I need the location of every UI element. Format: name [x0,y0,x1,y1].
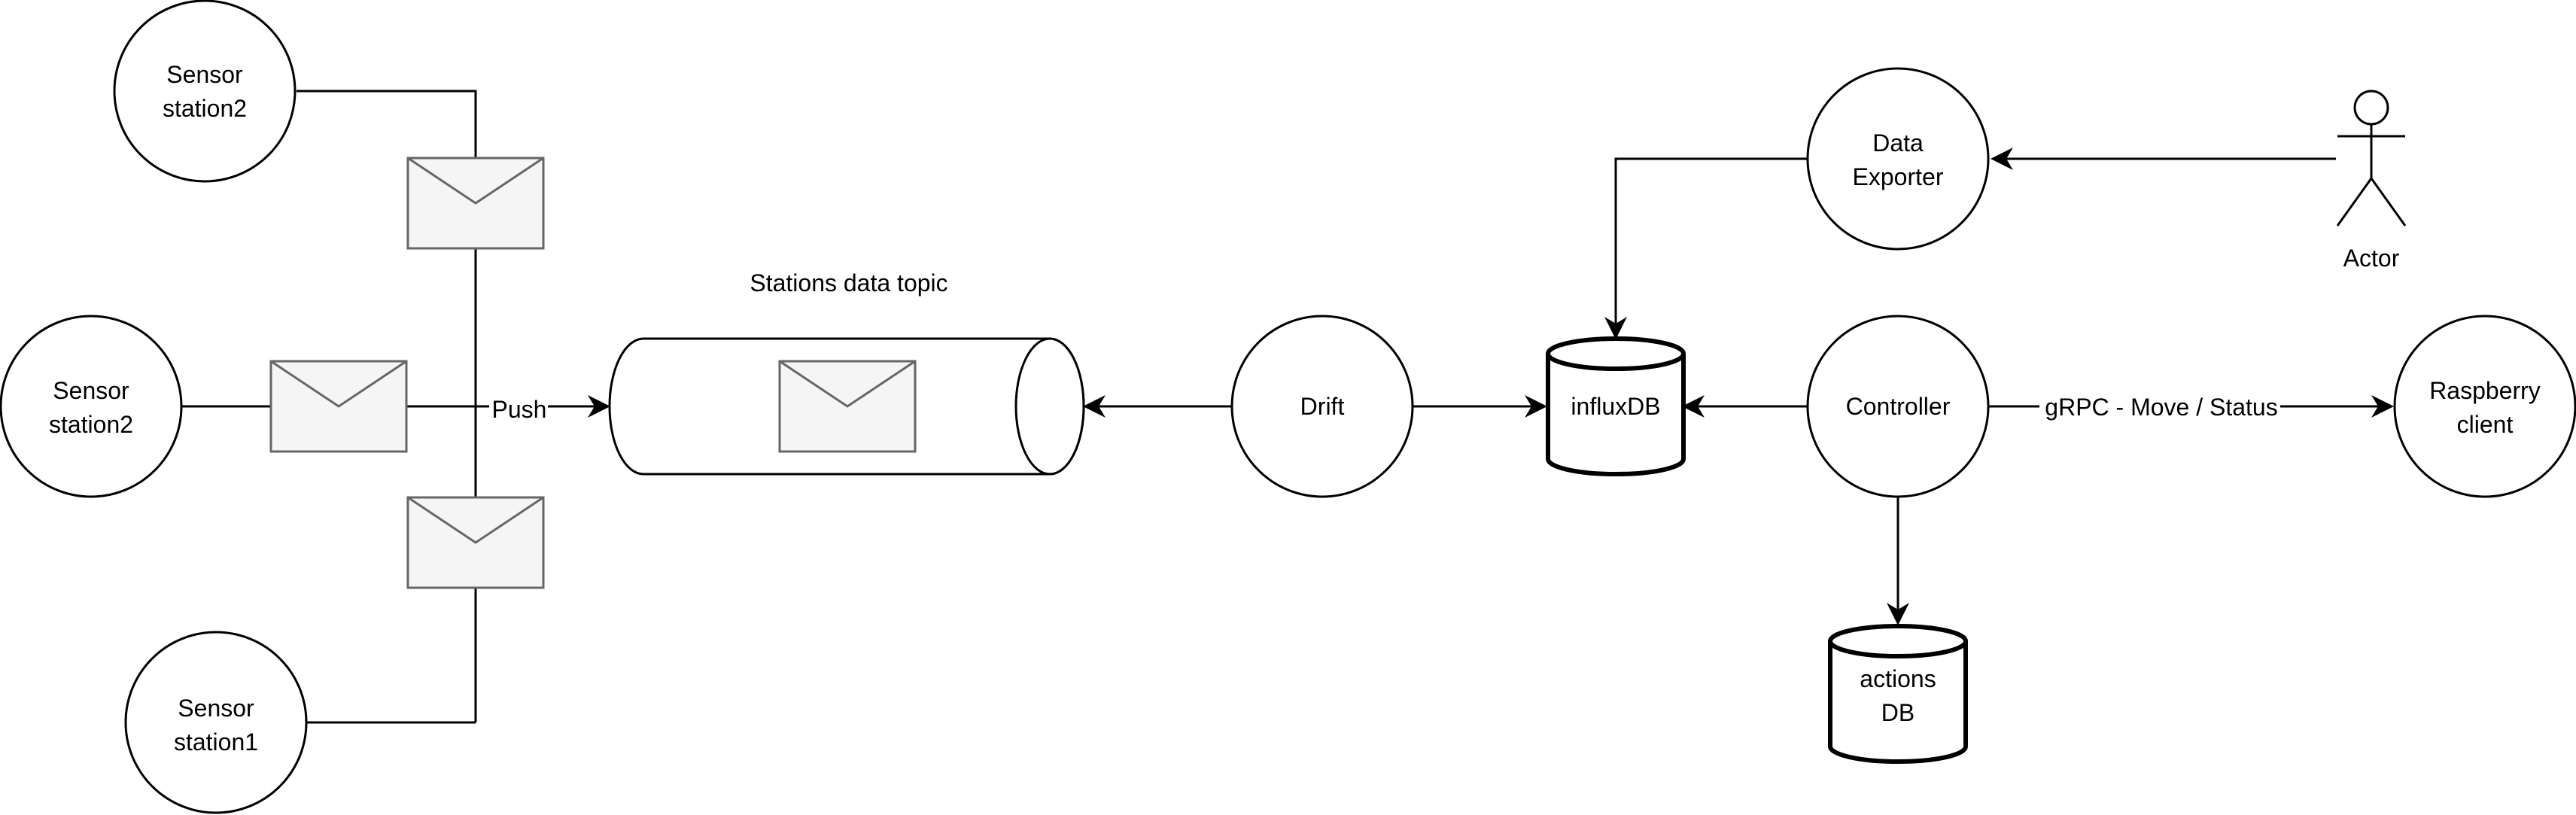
topic-title: Stations data topic [750,269,947,297]
influxdb-label: influxDB [1571,393,1660,420]
sensor-mid-line2: station2 [49,411,133,438]
actions-db-line2: DB [1881,699,1915,726]
sensor-mid-line1: Sensor [53,377,129,404]
raspberry-line1: Raspberry [2429,377,2541,404]
push-label: Push [492,396,547,423]
actions-db-node: actions DB [1828,624,1968,764]
actor-node: Actor [2336,90,2407,272]
sensor-top-line1: Sensor [166,61,243,88]
controller-label: Controller [1846,393,1951,420]
sensor-top-line2: station2 [163,95,247,122]
controller-node: Controller [1806,315,1990,498]
actor-stick-figure-icon [2336,90,2407,227]
raspberry-line2: client [2457,411,2514,438]
envelope-icon [778,360,917,453]
envelope-icon [406,157,545,250]
stations-data-topic: Stations data topic [608,269,1085,476]
grpc-edge-label: gRPC - Move / Status [2039,394,2280,421]
actions-db-line1: actions [1860,665,1936,692]
envelope-icon [269,360,408,453]
drift-label: Drift [1300,393,1345,420]
influxdb-node: influxDB [1546,336,1686,476]
sensor-station-middle: Sensor station2 [0,315,183,498]
sensor-station-top: Sensor station2 [113,0,297,183]
sensor-bottom-line2: station1 [174,728,258,756]
raspberry-client-node: Raspberry client [2393,315,2576,498]
edge-exporter-to-influxdb [1604,157,1807,339]
push-edge-label: Push [489,396,548,423]
drift-node: Drift [1230,315,1414,498]
grpc-label: gRPC - Move / Status [2045,394,2277,421]
envelope-icon [406,496,545,589]
sensor-bottom-line1: Sensor [178,695,254,722]
sensor-station-bottom: Sensor station1 [124,631,308,814]
exporter-line2: Exporter [1853,163,1944,190]
data-exporter-node: Data Exporter [1806,67,1990,251]
exporter-line1: Data [1872,129,1924,157]
actor-label: Actor [2343,245,2400,272]
